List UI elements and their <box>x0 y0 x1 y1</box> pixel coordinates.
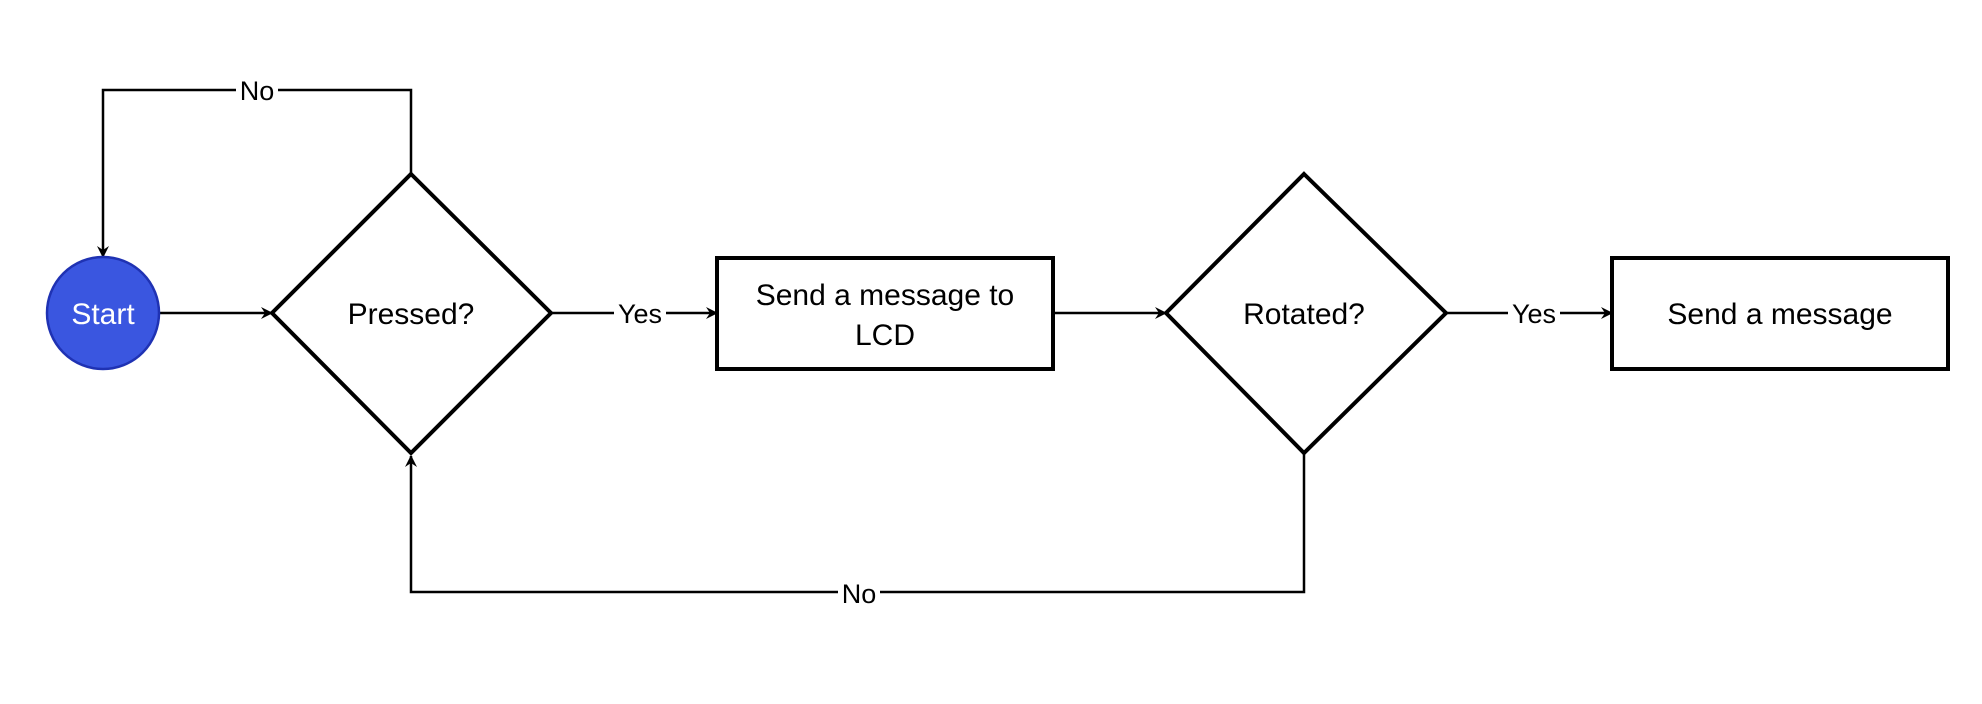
edge-label-pressed-yes: Yes <box>618 299 662 329</box>
pressed-label: Pressed? <box>348 298 475 331</box>
node-pressed-decision[interactable]: Pressed? <box>269 171 554 456</box>
rotated-label: Rotated? <box>1243 298 1365 331</box>
send-lcd-label-line2: LCD <box>855 319 915 352</box>
node-start[interactable]: Start <box>45 255 161 371</box>
edge-label-rotated-no: No <box>842 579 877 609</box>
edge-label-pressed-no: No <box>240 76 275 106</box>
pressed-diamond <box>269 171 554 456</box>
node-send-lcd[interactable]: Send a message to LCD <box>715 256 1055 371</box>
edge-label-rotated-yes: Yes <box>1512 299 1556 329</box>
start-circle <box>45 255 161 371</box>
start-label: Start <box>71 298 135 331</box>
node-rotated-decision[interactable]: Rotated? <box>1163 171 1449 456</box>
rotated-diamond <box>1163 171 1449 456</box>
send-lcd-box <box>715 256 1055 371</box>
edges: No Yes Yes No <box>97 74 1613 609</box>
nodes: Start Pressed? Send a message to LCD Rot… <box>45 171 1950 456</box>
edge-rotated-no <box>405 453 1306 594</box>
node-send-message[interactable]: Send a message <box>1610 256 1950 371</box>
send-lcd-label-line1: Send a message to <box>756 279 1015 312</box>
send-message-box <box>1610 256 1950 371</box>
send-message-label: Send a message <box>1667 298 1892 331</box>
